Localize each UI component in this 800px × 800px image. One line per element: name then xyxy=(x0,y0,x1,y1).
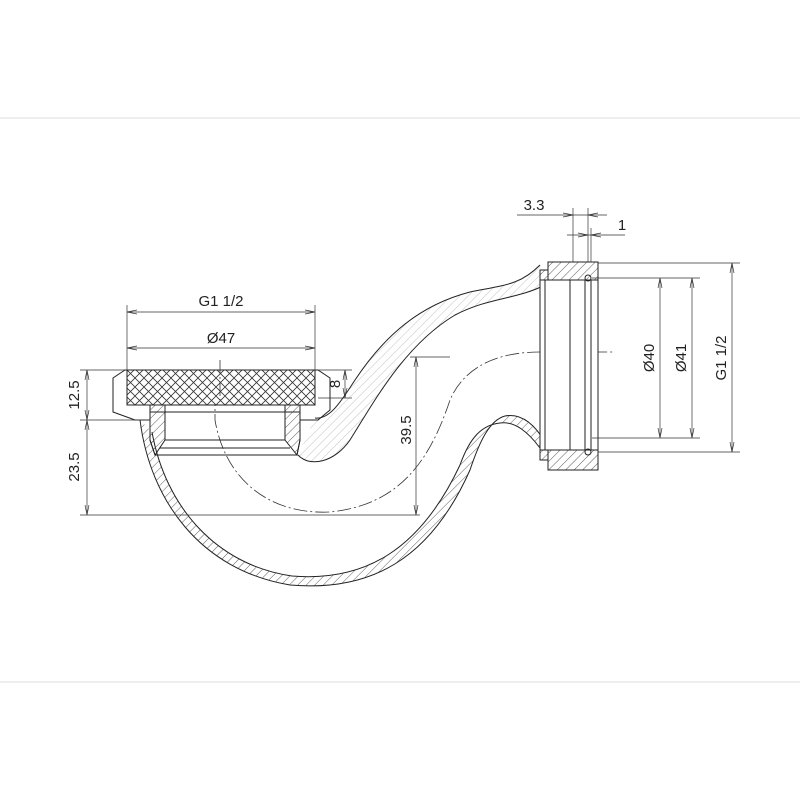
dim-cap-height: 8 xyxy=(327,380,344,388)
dim-nut-height: 12.5 xyxy=(66,380,83,409)
outlet-fitting xyxy=(539,261,599,471)
dimensions-inlet xyxy=(80,305,450,516)
dim-total-drop: 39.5 xyxy=(398,415,415,444)
dimensions-outlet xyxy=(517,208,740,453)
dim-outlet-wall: 3.3 xyxy=(524,197,545,214)
pipe-body xyxy=(139,264,546,587)
dim-outlet-seal-diameter: Ø41 xyxy=(673,344,690,372)
dim-seal-gap: 1 xyxy=(618,217,626,234)
dim-top-diameter: Ø47 xyxy=(207,330,235,347)
flow-centerline xyxy=(214,351,615,513)
dim-top-thread: G1 1/2 xyxy=(198,293,243,310)
dim-outlet-thread: G1 1/2 xyxy=(713,335,730,380)
dim-body-depth: 23.5 xyxy=(66,452,83,481)
dim-outlet-inner-diameter: Ø40 xyxy=(641,344,658,372)
inlet-fitting xyxy=(112,360,331,457)
